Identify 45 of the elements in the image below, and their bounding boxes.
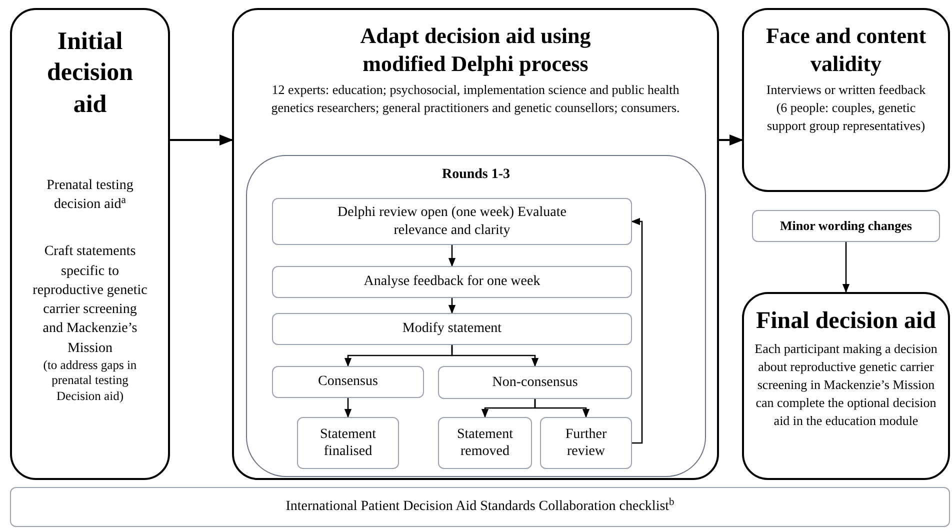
rounds-group-box	[246, 155, 706, 477]
process-box	[438, 417, 532, 469]
arrow	[631, 218, 643, 444]
arrow	[451, 345, 539, 367]
box-text: Interviews or written feedback (6 people: couples, genetic support group representatives)	[765, 81, 927, 135]
box-text: 12 experts: education; psychosocial, implementation science and public health genetics researchers; general practitioners and genetic counsellors; consumers.	[270, 81, 681, 117]
arrow	[170, 134, 234, 146]
box-text: Delphi review open (one week) Evaluate relevance and clarity	[336, 204, 568, 239]
rounded-box	[742, 8, 950, 192]
process-box	[272, 366, 424, 398]
box-title: Initial decision aid	[46, 27, 134, 120]
process-box	[752, 210, 940, 242]
rounded-box	[742, 292, 950, 480]
process-box	[272, 313, 632, 345]
process-box	[540, 417, 632, 469]
box-title: Face and content validity	[764, 22, 928, 77]
box-text: Each participant making a decision about reproductive genetic carrier screening in Mackenzie’s Mission can complete the optional decision aid in the education module	[754, 340, 938, 430]
box-text: Prenatal testing decision aid$^{a}$	[46, 176, 134, 214]
box-text: Craft statements specific to reproductive genetic carrier screening and Mackenzie’s Mission	[32, 243, 148, 358]
arrow	[448, 245, 456, 267]
rounded-box	[232, 8, 719, 480]
box-text: Modify statement	[401, 320, 503, 338]
arrow	[842, 242, 850, 293]
process-box	[272, 266, 632, 298]
arrow	[448, 298, 456, 314]
box-text: International Patient Decision Aid Standards Collaboration checklist$^{b}$	[284, 498, 676, 516]
box-title: Final decision aid	[756, 307, 936, 336]
box-text: Non-consensus	[491, 374, 579, 392]
box-text: Rounds 1-3	[442, 166, 510, 184]
rounded-box	[10, 8, 170, 480]
arrow	[534, 399, 590, 418]
box-text: Consensus	[317, 373, 379, 391]
box-text: (to address gaps in prenatal testing Decision aid)	[42, 358, 138, 405]
box-text: Further review	[564, 426, 608, 460]
box-text: Analyse feedback for one week	[362, 273, 542, 291]
process-box	[10, 487, 950, 527]
box-text: Minor wording changes	[780, 217, 912, 236]
process-box	[297, 417, 399, 469]
box-title: Adapt decision aid using modified Delphi process	[359, 22, 592, 77]
process-box	[272, 198, 632, 245]
arrow	[344, 398, 352, 418]
box-text: Statement finalised	[319, 426, 377, 460]
box-text: Statement removed	[456, 426, 514, 460]
arrow	[719, 134, 744, 146]
process-box	[438, 366, 632, 399]
